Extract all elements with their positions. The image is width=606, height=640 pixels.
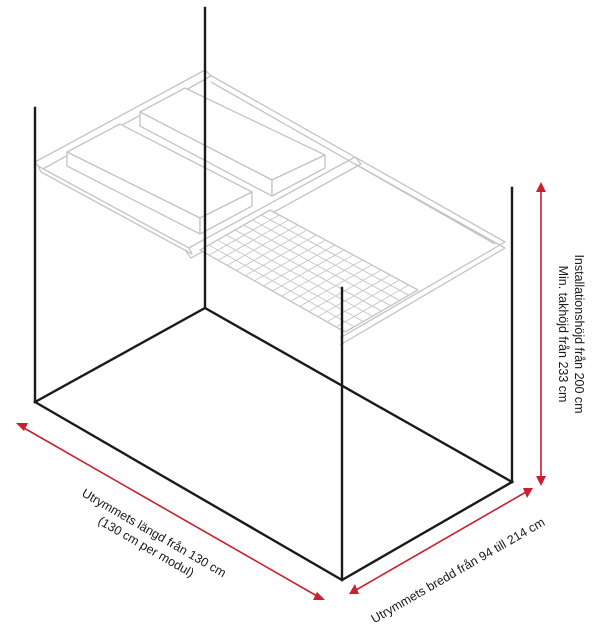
basket-grid-wire [272, 249, 345, 292]
rack-right-frame [209, 74, 506, 339]
basket-grid-wire [226, 224, 298, 266]
basket-grid-wire [263, 244, 335, 287]
basket-grid-wire [317, 274, 391, 318]
basket-grid-wire [236, 229, 308, 271]
basket-grid-wire [217, 219, 289, 261]
basket-grid-wire [335, 284, 409, 328]
width-dimension-arrow [349, 488, 533, 594]
basket-grid-wire [308, 269, 382, 312]
length-dimension-arrow [16, 423, 325, 600]
storage-box-back [139, 87, 326, 197]
basket-grid-wire [299, 264, 372, 307]
basket-grid-wire [326, 279, 400, 323]
basket-grid-wire [281, 254, 354, 297]
rack-left-crossbar [37, 165, 193, 255]
height-label-line1: Installationshöjd från 200 cm [572, 254, 586, 413]
height-dimension-arrow [536, 182, 546, 486]
room-frame [33, 6, 515, 582]
ceiling-rack [34, 69, 506, 346]
height-label-line2: Min. takhöjd från 233 cm [556, 266, 570, 403]
length-label: Utrymmets längd från 130 cm (130 cm per … [80, 486, 229, 580]
basket-grid-wire [290, 259, 363, 302]
basket-grid-wire [245, 234, 317, 277]
basket-grid-wire [208, 214, 280, 256]
wire-basket-grid [208, 214, 410, 328]
height-label: Installationshöjd från 200 cm Min. takhö… [556, 254, 586, 413]
basket-grid-wire [254, 239, 326, 282]
